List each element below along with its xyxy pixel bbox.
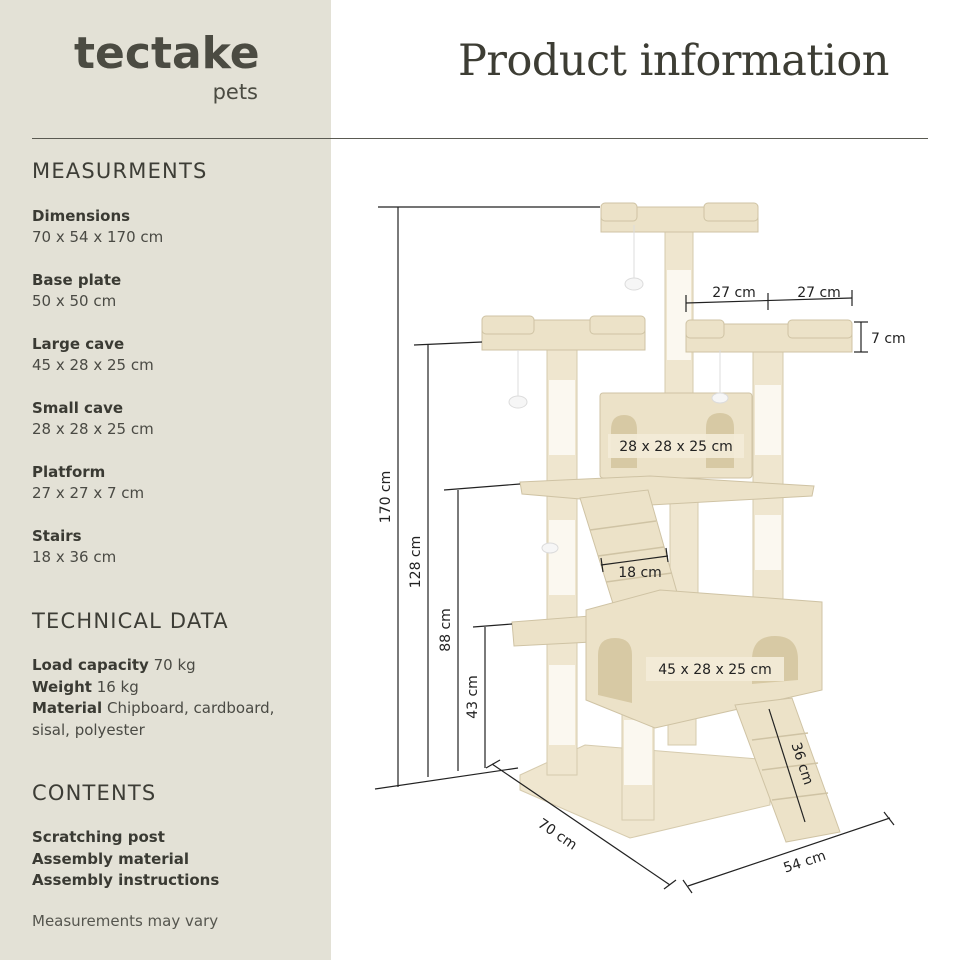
stair-step: [751, 732, 809, 741]
material-label: Material: [32, 699, 103, 717]
spec-label: Large cave: [32, 335, 125, 353]
spec-value: 50 x 50 cm: [32, 292, 117, 310]
material-value: Chipboard, cardboard, sisal, polyester: [32, 699, 275, 739]
platform-rim: [589, 315, 646, 335]
small-cave-tag: [608, 434, 744, 458]
top-perch-rim: [703, 202, 759, 222]
disclaimer-note: Measurements may vary: [32, 912, 219, 930]
dim-line-27: [685, 297, 853, 304]
sidebar: [0, 0, 331, 960]
spec-item: Base plate 50 x 50 cm: [32, 270, 322, 312]
technical-data: Load capacity 70 kg Weight 16 kg Materia…: [32, 655, 302, 741]
measurements-heading: MEASURMENTS: [32, 159, 208, 183]
spec-label: Base plate: [32, 271, 122, 289]
sisal-wrap: [549, 520, 575, 595]
label-18: 18 cm: [618, 565, 662, 581]
contents-item: Assembly instructions: [32, 871, 220, 889]
dim-line-18: [600, 555, 669, 566]
sisal-wrap: [549, 380, 575, 455]
lower-stairs: [734, 697, 841, 843]
spec-value: 45 x 28 x 25 cm: [32, 356, 154, 374]
sisal-wrap: [549, 665, 575, 745]
contents-item: Assembly material: [32, 849, 190, 868]
label-70: 70 cm: [535, 816, 580, 854]
sisal-wrap: [755, 515, 781, 570]
contents-heading: CONTENTS: [32, 781, 157, 805]
sisal-wrap: [755, 385, 781, 455]
page-title: Product information: [458, 36, 889, 86]
toy-mouse: [711, 392, 729, 404]
label-128: 128 cm: [408, 536, 424, 589]
spec-item: Dimensions 70 x 54 x 170 cm: [32, 206, 322, 248]
spec-value: 27 x 27 x 7 cm: [32, 484, 145, 502]
cave-opening: [598, 638, 632, 703]
spec-value: 70 x 54 x 170 cm: [32, 228, 164, 246]
technical-heading: TECHNICAL DATA: [32, 609, 229, 633]
spec-value: 28 x 28 x 25 cm: [32, 420, 154, 438]
brand-sub: pets: [212, 80, 258, 104]
top-perch-rim: [600, 202, 638, 222]
lower-shelf: [511, 615, 593, 647]
spec-value: 18 x 36 cm: [32, 548, 117, 566]
spec-label: Stairs: [32, 527, 82, 545]
stair-step: [761, 762, 819, 771]
spec-item: Stairs 18 x 36 cm: [32, 526, 322, 568]
divider: [32, 138, 928, 139]
stair-step: [597, 546, 665, 557]
label-27a: 27 cm: [712, 285, 756, 301]
post: [669, 494, 699, 596]
label-43: 43 cm: [465, 675, 481, 719]
stair-step: [605, 572, 673, 583]
weight-value: 16 kg: [96, 677, 139, 696]
label-88: 88 cm: [438, 608, 454, 652]
contents-list: Scratching post Assembly material Assemb…: [32, 827, 219, 892]
platform-rim: [481, 315, 535, 335]
spec-label: Dimensions: [32, 207, 131, 225]
spec-label: Platform: [32, 463, 106, 481]
dim-line-54: [687, 817, 891, 887]
label-7: 7 cm: [871, 331, 906, 347]
brand-name: tectake: [74, 28, 260, 79]
large-cave-tag: [646, 657, 784, 681]
spec-item: Large cave 45 x 28 x 25 cm: [32, 334, 322, 376]
spec-label: Small cave: [32, 399, 124, 417]
toy-mouse: [508, 395, 528, 409]
stair-step: [589, 520, 657, 531]
load-label: Load capacity: [32, 656, 149, 674]
sisal-wrap: [624, 720, 652, 785]
brand-logo: tectake pets: [74, 28, 264, 105]
platform-rim: [685, 319, 725, 339]
label-27b: 27 cm: [797, 285, 841, 301]
dim-line-36: [768, 708, 806, 823]
label-170: 170 cm: [378, 471, 394, 524]
load-value: 70 kg: [153, 656, 196, 674]
dim-line-70: [491, 763, 671, 886]
platform-rim: [787, 319, 853, 339]
label-small-cave: 28 x 28 x 25 cm: [619, 439, 733, 455]
cat-tree-illustration: 170 cm 128 cm 88 cm 43 cm 27 cm 27 cm 7 …: [374, 202, 906, 894]
spec-item: Small cave 28 x 28 x 25 cm: [32, 398, 322, 440]
stair-step: [771, 792, 829, 801]
spec-item: Platform 27 x 27 x 7 cm: [32, 462, 322, 504]
contents-item: Scratching post: [32, 828, 165, 846]
weight-label: Weight: [32, 677, 92, 696]
toy-mouse: [541, 542, 559, 554]
toy-mouse: [624, 277, 644, 291]
label-large-cave: 45 x 28 x 25 cm: [658, 662, 772, 678]
